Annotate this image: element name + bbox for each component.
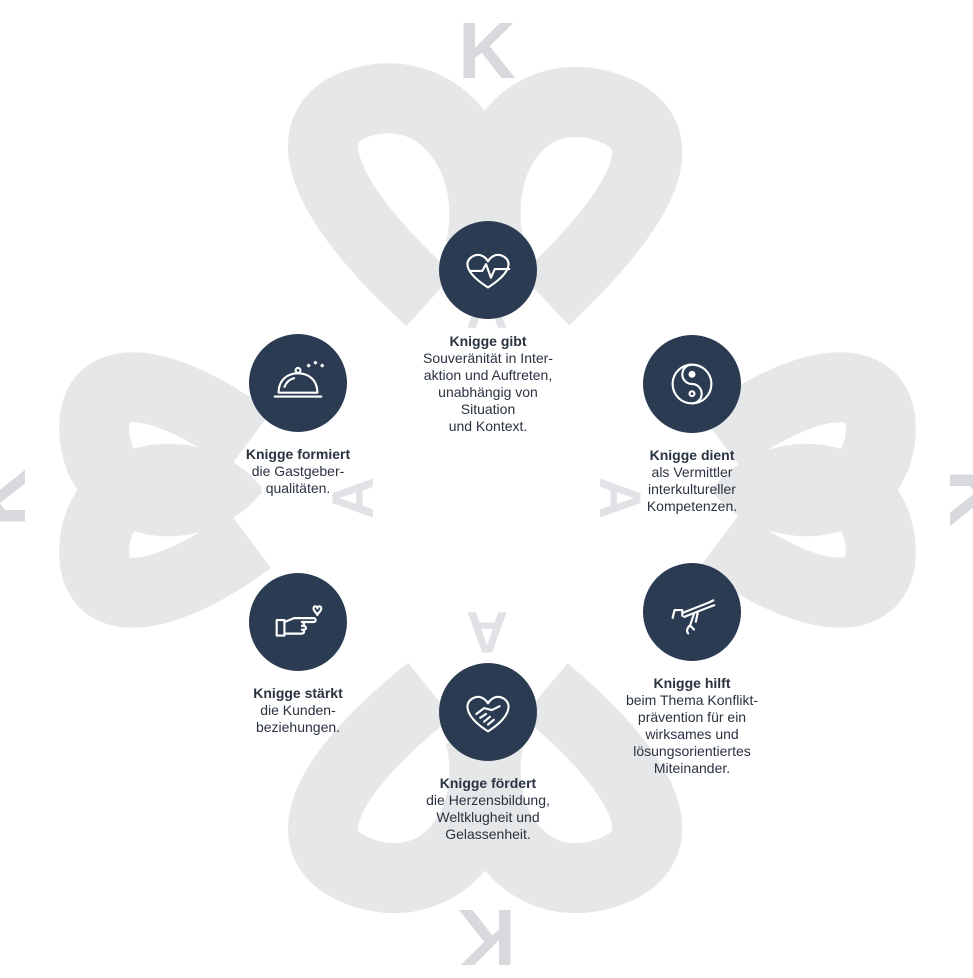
item-title: Knigge dient [649, 447, 735, 463]
item-knigge-foerdert: Knigge fördert die Herzensbildung, Weltk… [408, 663, 568, 843]
watermark-letter-k-right: K [933, 469, 973, 527]
description-line: lösungsorientiertes [633, 743, 751, 759]
description-line: und Kontext. [448, 418, 528, 434]
watermark-letter-k-left: K [0, 469, 42, 527]
item-description: die Herzensbildung, Weltklugheit und Gel… [408, 792, 568, 843]
handshake-heart-icon [466, 695, 510, 733]
item-title: Knigge hilft [653, 675, 731, 691]
item-knigge-staerkt: Knigge stärkt die Kunden- beziehungen. [218, 573, 378, 736]
watermark-g-bottom-left [288, 662, 520, 914]
item-title: Knigge formiert [245, 446, 351, 462]
item-knigge-formiert: Knigge formiert die Gastgeber- qualitäte… [218, 334, 378, 497]
watermark-g-left-top [59, 352, 271, 537]
description-line: aktion und Auftreten, [423, 367, 553, 383]
icon-circle [643, 335, 741, 433]
description-line: beziehungen. [255, 719, 341, 735]
icon-circle [249, 334, 347, 432]
item-description: Souveränität in Inter- aktion und Auftre… [408, 350, 568, 435]
item-title: Knigge stärkt [253, 685, 343, 701]
watermark-g-top-right [450, 66, 683, 326]
item-description: als Vermittler interkultureller Kompeten… [612, 464, 772, 515]
icon-circle [249, 573, 347, 671]
watermark-letter-a-left: A [321, 477, 386, 519]
description-line: Souveränität in Inter- [423, 350, 553, 366]
description-line: interkultureller [648, 481, 736, 497]
watermark-letter-k-bottom: K [458, 893, 516, 978]
item-title: Knigge gibt [449, 333, 527, 349]
description-line: Miteinander. [653, 760, 731, 776]
icon-circle [439, 663, 537, 761]
item-knigge-hilft: Knigge hilft beim Thema Konflikt- präven… [602, 563, 782, 777]
description-line: als Vermittler [651, 464, 733, 480]
description-line: Kompetenzen. [646, 498, 738, 514]
description-line: Situation [460, 401, 516, 417]
item-description: beim Thema Konflikt- prävention für ein … [602, 692, 782, 777]
icon-circle [439, 221, 537, 319]
peace-pipe-icon [671, 599, 716, 635]
item-description: die Gastgeber- qualitäten. [218, 463, 378, 497]
description-line: die Gastgeber- [251, 463, 345, 479]
yin-yang-icon [671, 363, 713, 405]
description-line: beim Thema Konflikt- [625, 692, 758, 708]
description-line: die Kunden- [260, 702, 336, 718]
description-line: Weltklugheit und [436, 809, 540, 825]
description-line: unabhängig von [438, 384, 538, 400]
description-line: qualitäten. [265, 480, 331, 496]
cloche-stars-icon [273, 360, 325, 398]
description-line: prävention für ein [637, 709, 747, 725]
item-description: die Kunden- beziehungen. [218, 702, 378, 736]
watermark-letter-a-right: A [587, 477, 652, 519]
item-title: Knigge fördert [439, 775, 537, 791]
watermark-g-right-bottom [699, 443, 916, 628]
item-knigge-dient: Knigge dient als Vermittler interkulture… [612, 335, 772, 515]
pointing-hand-icon [275, 605, 323, 637]
description-line: die Herzensbildung, [426, 792, 550, 808]
icon-circle [643, 563, 741, 661]
item-knigge-gibt: Knigge gibt Souveränität in Inter- aktio… [408, 221, 568, 435]
watermark-letter-k-top: K [458, 6, 516, 95]
description-line: wirksames und [645, 726, 739, 742]
description-line: Gelassenheit. [445, 826, 531, 842]
watermark-letter-a-bottom: A [466, 599, 508, 664]
heart-pulse-icon [466, 253, 511, 289]
